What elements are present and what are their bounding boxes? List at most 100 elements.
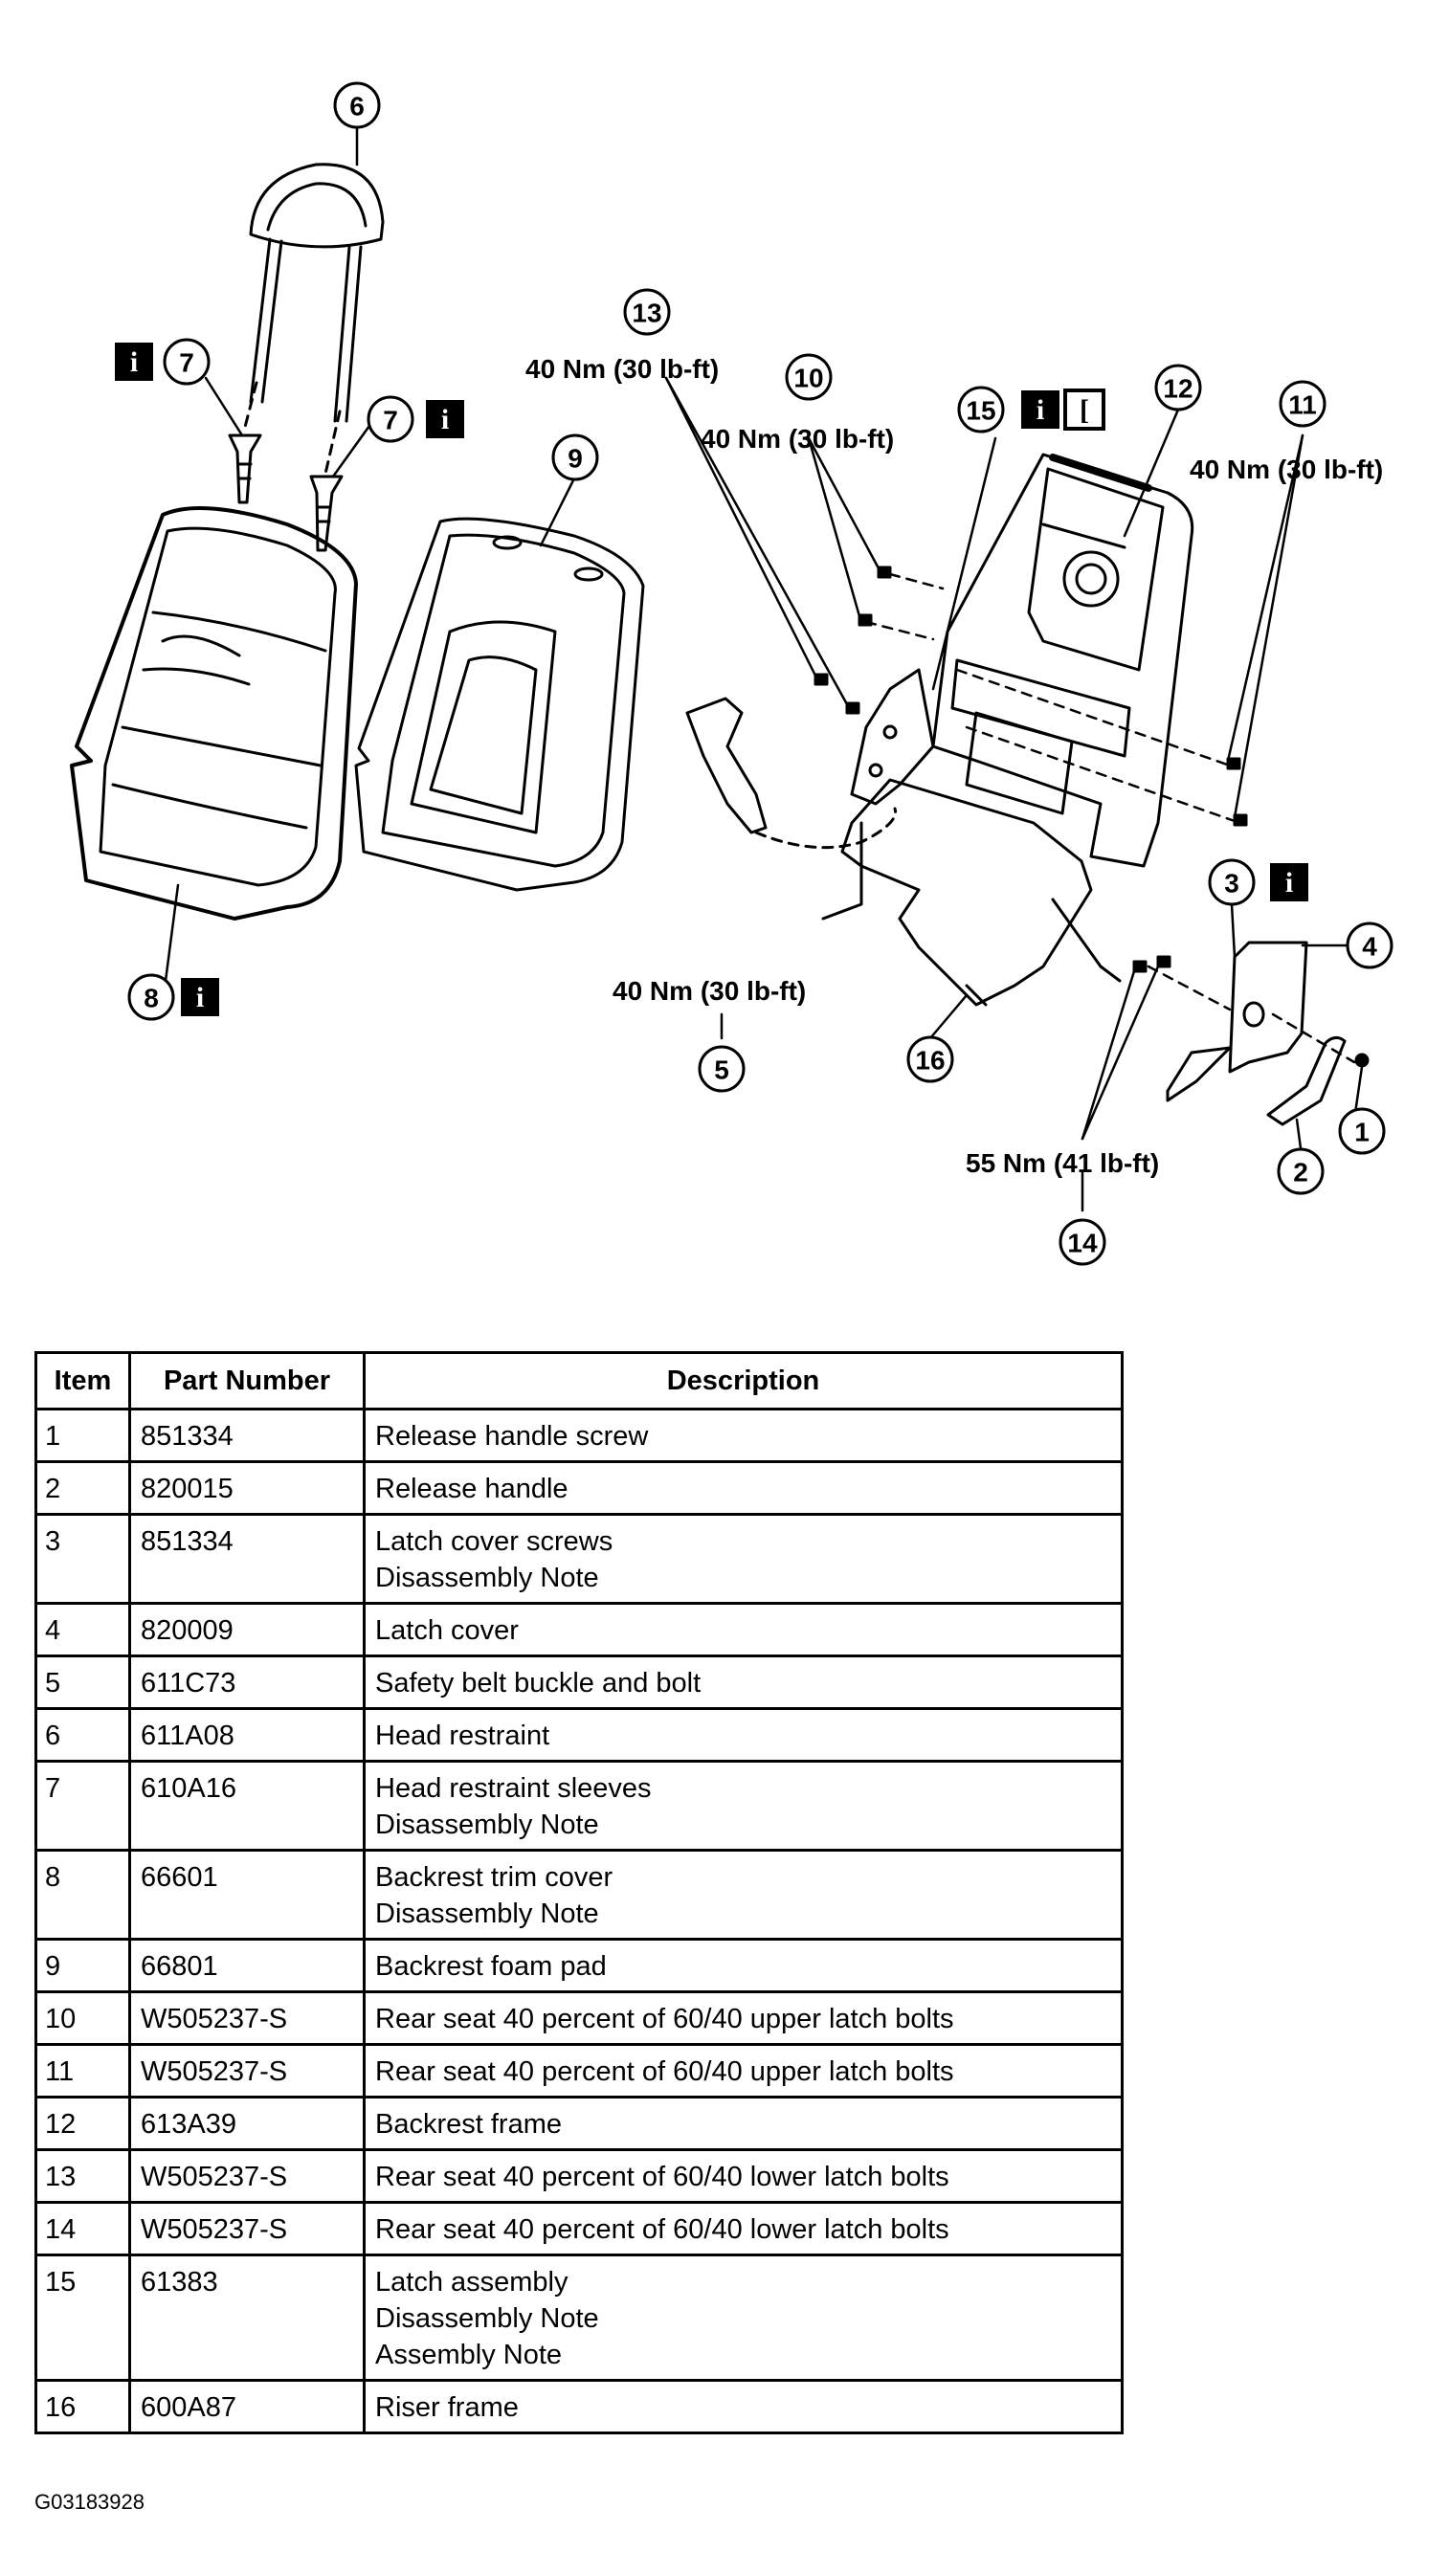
assembly-badge-15[interactable]: [ xyxy=(1063,389,1105,431)
callout-14: 14 xyxy=(1067,1229,1098,1258)
item-cell: 6 xyxy=(34,1707,131,1763)
head-restraint-sleeve-right xyxy=(309,410,344,552)
description-text: Head restraint sleeves xyxy=(375,1773,652,1804)
item-cell: 12 xyxy=(34,2096,131,2151)
latch-cover-part xyxy=(1166,941,1308,1102)
description-note-link[interactable]: Disassembly Note xyxy=(375,2303,599,2334)
description-cell: Rear seat 40 percent of 60/40 lower latc… xyxy=(363,2201,1124,2256)
safety-belt-buckle-part xyxy=(685,697,898,850)
info-badge-7-left[interactable]: i xyxy=(115,343,153,381)
description-text: Latch cover xyxy=(375,1615,519,1646)
part-number-cell: W505237-S xyxy=(128,2201,366,2256)
assembly-guide-lines xyxy=(864,572,1356,1064)
part-number-cell: 820009 xyxy=(128,1602,366,1657)
latch-bolts xyxy=(814,566,1370,1068)
part-number-cell: 610A16 xyxy=(128,1760,366,1852)
description-note-link[interactable]: Disassembly Note xyxy=(375,1810,599,1840)
part-number-cell: W505237-S xyxy=(128,2148,366,2204)
description-cell: Release handle xyxy=(363,1460,1124,1516)
description-text: Backrest frame xyxy=(375,2109,562,2140)
torque-label-5: 40 Nm (30 lb-ft) xyxy=(613,976,806,1006)
description-text: Release handle screw xyxy=(375,1421,649,1452)
part-number-cell: 66801 xyxy=(128,1938,366,1993)
description-text: Rear seat 40 percent of 60/40 upper latc… xyxy=(375,2004,954,2034)
callout-11: 11 xyxy=(1288,390,1317,420)
item-cell: 16 xyxy=(34,2379,131,2434)
description-note-link[interactable]: Assembly Note xyxy=(375,2340,563,2370)
description-cell: Head restraint xyxy=(363,1707,1124,1763)
part-number-cell: 61383 xyxy=(128,2254,366,2382)
callout-13: 13 xyxy=(632,299,661,328)
info-badge-7-right[interactable]: i xyxy=(426,400,464,438)
leader-lines xyxy=(164,125,1364,1212)
part-number-cell: 66601 xyxy=(128,1849,366,1941)
callout-16: 16 xyxy=(915,1046,945,1076)
part-number-cell: 611A08 xyxy=(128,1707,366,1763)
item-cell: 1 xyxy=(34,1408,131,1463)
description-text: Release handle xyxy=(375,1474,568,1504)
callout-2: 2 xyxy=(1293,1158,1308,1188)
description-text: Backrest foam pad xyxy=(375,1951,607,1982)
description-note-link[interactable]: Disassembly Note xyxy=(375,1563,599,1593)
table-header-row: Item Part Number Description xyxy=(34,1351,1124,1410)
description-text: Rear seat 40 percent of 60/40 lower latc… xyxy=(375,2214,949,2245)
description-cell: Rear seat 40 percent of 60/40 upper latc… xyxy=(363,2043,1124,2099)
part-number-cell: 611C73 xyxy=(128,1654,366,1710)
backrest-trim-cover-part xyxy=(70,505,358,921)
svg-text:[: [ xyxy=(1080,394,1089,426)
backrest-foam-pad-part xyxy=(354,517,645,892)
part-number-cell: 851334 xyxy=(128,1408,366,1463)
description-text: Latch cover screws xyxy=(375,1526,613,1557)
callout-7-right: 7 xyxy=(383,406,398,435)
description-cell: Backrest foam pad xyxy=(363,1938,1124,1993)
description-cell: Riser frame xyxy=(363,2379,1124,2434)
item-cell: 14 xyxy=(34,2201,131,2256)
item-cell: 10 xyxy=(34,1990,131,2046)
callout-9: 9 xyxy=(568,444,583,474)
info-badge-15[interactable]: i xyxy=(1021,390,1059,429)
item-cell: 9 xyxy=(34,1938,131,1993)
item-cell: 7 xyxy=(34,1760,131,1852)
column-header-part-number: Part Number xyxy=(128,1351,366,1410)
callout-3: 3 xyxy=(1224,869,1239,899)
part-number-cell: 851334 xyxy=(128,1513,366,1605)
svg-text:i: i xyxy=(441,404,449,435)
description-text: Head restraint xyxy=(375,1721,550,1751)
torque-label-14: 55 Nm (41 lb-ft) xyxy=(966,1148,1159,1178)
exploded-seat-diagram: 1 2 3 4 5 6 7 7 8 9 10 11 12 13 14 15 16… xyxy=(70,81,1393,1266)
description-cell: Rear seat 40 percent of 60/40 lower latc… xyxy=(363,2148,1124,2204)
svg-text:i: i xyxy=(130,346,138,378)
latch-assembly-part xyxy=(850,668,935,806)
figure-id: G03183928 xyxy=(34,2490,145,2514)
description-cell: Safety belt buckle and bolt xyxy=(363,1654,1124,1710)
part-number-cell: 600A87 xyxy=(128,2379,366,2434)
callout-15: 15 xyxy=(966,396,995,426)
info-badge-3[interactable]: i xyxy=(1270,863,1308,901)
callout-7-left: 7 xyxy=(179,348,194,378)
description-text: Latch assembly xyxy=(375,2267,568,2298)
item-cell: 5 xyxy=(34,1654,131,1710)
torque-label-11: 40 Nm (30 lb-ft) xyxy=(1190,455,1383,484)
description-cell: Latch cover xyxy=(363,1602,1124,1657)
item-cell: 8 xyxy=(34,1849,131,1941)
column-header-item: Item xyxy=(34,1351,131,1410)
info-badge-8[interactable]: i xyxy=(181,978,219,1016)
svg-text:i: i xyxy=(196,982,204,1013)
description-note-link[interactable]: Disassembly Note xyxy=(375,1899,599,1929)
description-text: Backrest trim cover xyxy=(375,1862,613,1893)
